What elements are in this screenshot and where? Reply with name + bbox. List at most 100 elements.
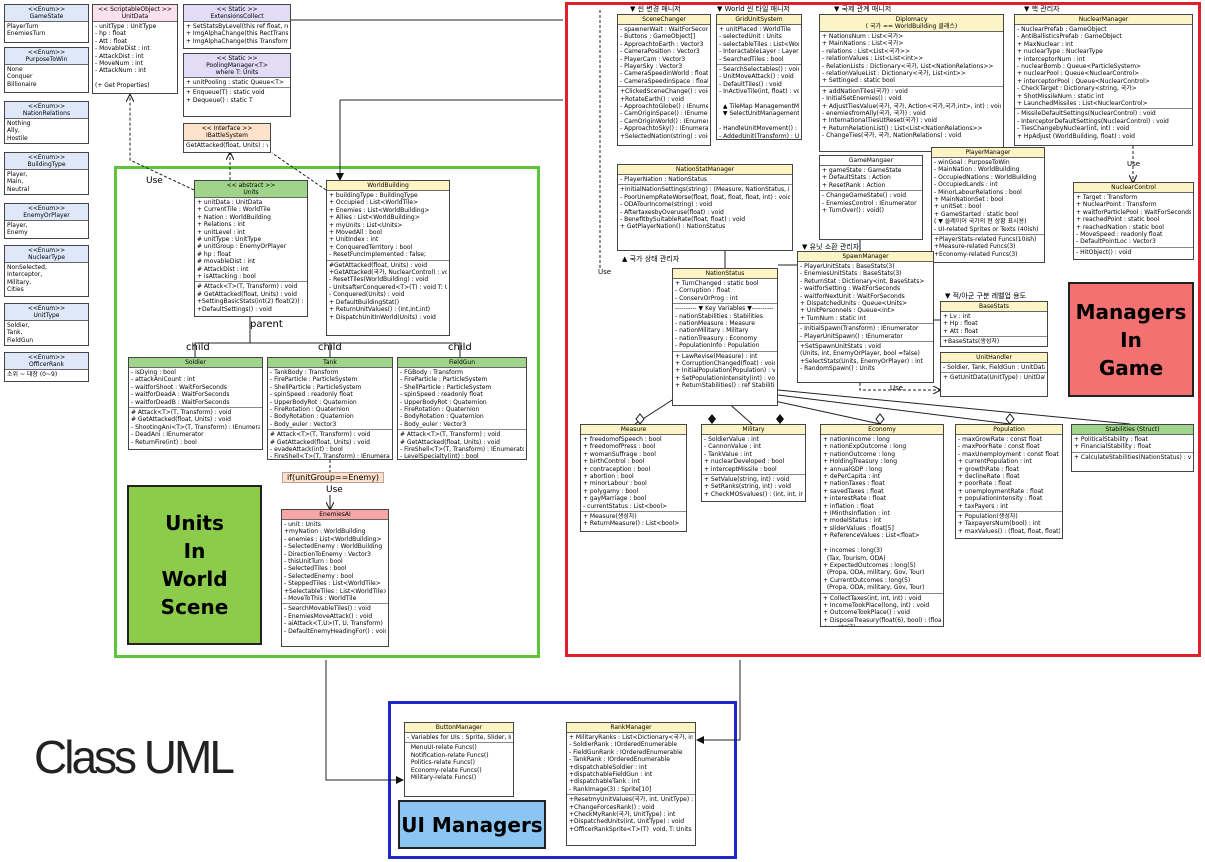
class-section: + Enqueue(T) : static void+ Dequeue() : … (184, 88, 290, 105)
child-label: child (318, 342, 342, 353)
class-member: + freedomofSpeech : bool (583, 436, 662, 443)
class-member: - attackAniCount : int (131, 376, 195, 384)
class-member: Player, (7, 222, 28, 229)
class-member: + reachedNation : static bool (1076, 223, 1164, 231)
class-name: << ScriptableObject >> (98, 6, 172, 13)
class-name: where T: Units (215, 69, 259, 76)
class-member: + ImgAlphaChange(this RectTransform, flo… (186, 30, 288, 38)
class-member: + unitData : UnitData (197, 199, 263, 206)
class-member: - DefaultTiles() : void (719, 80, 782, 88)
class-header: GridUnitSystem (717, 15, 801, 25)
class-member: + HpAdjust (WorldBuilding, float) : void (1017, 132, 1135, 140)
class-member: - ApproachtoEarth : Vector3 (620, 40, 704, 48)
class-member: - InterceptorDefaultSettings(NuclearCont… (1017, 117, 1169, 125)
class-member: - Conquered(Units) : void (329, 291, 405, 299)
class-name: Tank (323, 359, 337, 366)
class-name: << Interface >> (201, 125, 253, 132)
class-member: + DisposeTreasury(float(6), bool) : (flo… (823, 616, 941, 624)
class-member: +InitialNationSettings(string) : (Measur… (620, 186, 790, 194)
class-member (719, 96, 799, 103)
class-name: ExtensionsCollect (210, 13, 264, 20)
class-name: BuildingType (27, 161, 66, 168)
class-header: <<Enum>>BuildingType (5, 153, 88, 170)
class-name: Units (243, 189, 259, 196)
class-section: + SetValue(string, int) : void+ SetRanks… (702, 475, 805, 499)
class-member: - MoveNum : int (95, 60, 143, 68)
class-section: - Variables for UIs : Sprite, Slider, Im… (405, 733, 513, 744)
class-member: - InitialSetEnemies() : void (822, 95, 902, 103)
class-member: + MainNationSet : bool (934, 196, 1004, 204)
class-section: - unitType : UnitType- hp : float- Att :… (93, 22, 177, 91)
class-member: - relations : List<List<국가>> (822, 47, 911, 55)
class-header: UnitHandler (941, 353, 1047, 363)
class-soldier: Soldier- isDying : bool- attackAniCount … (128, 357, 263, 450)
class-member: + myUnits : List<Units> (329, 221, 403, 229)
class-section: +BaseStats(생성자) (941, 337, 1047, 346)
class-name: NationRelations (22, 110, 71, 117)
class-header: <<Enum>>UnitType (5, 304, 88, 321)
class-member: +OfficerRankSprite<T>(T) void, T: Units (569, 825, 692, 833)
class-member: FieldGun (7, 336, 34, 344)
class-member: - CamOriginWorld() : IEnumerator (620, 117, 708, 125)
class-member: + AdjustTiesValue(국가, 국가, Action<국가,국가,i… (822, 102, 1001, 110)
class-header: NuclearControl (1074, 183, 1193, 193)
class-header: ButtonManager (405, 723, 513, 733)
class-section: - PlayerUnitStats : BaseStats(3)- Enemie… (798, 262, 933, 325)
class-member: - winGoal : PurposeToWin (934, 159, 1010, 166)
class-member: - OccupiedNations : WorldBuilding (934, 173, 1037, 181)
class-member: + isAttacking : bool (197, 273, 256, 281)
class-header: EnemiesAI (282, 510, 388, 520)
class-member: + birthControl : bool (583, 458, 645, 466)
class-member: + ReturnRelationList() : List<List<Natio… (822, 124, 983, 132)
class-member: +dispatchableFieldGun : int (569, 771, 653, 779)
class-member: - SelectedEnemy : WorldBuilding (284, 543, 383, 551)
class-header: NationStatManager (618, 165, 792, 175)
class-member: + TurnOver() : void() (822, 207, 884, 215)
class-section: +InitialNationSettings(string) : (Measur… (618, 185, 792, 231)
class-member: + dePerCapita : int (823, 473, 881, 481)
class-member: ---------- ▼ Key Variables ▼---------- (675, 305, 774, 313)
class-member: Conquer (7, 73, 33, 81)
class-member: - LevelSpecialty(int) : bool (400, 453, 479, 460)
managers-region-label: Managers In Game (1068, 282, 1194, 397)
class-member: - nationMilitary : Military (675, 327, 749, 335)
class-member: - UI-related Sprites or Texts (40ish) (934, 225, 1039, 233)
class-member: + growthRate : float (958, 465, 1019, 473)
class-section: - maxGrowRate : const float- maxPoorRate… (956, 435, 1062, 513)
class-member: +dispatchableSoldier : int (569, 763, 647, 771)
class-member: - SearchSelectables() : void (719, 66, 799, 74)
class-header: WorldBuilding (327, 181, 449, 191)
class-member: # AttackDist : int (197, 265, 249, 273)
class-member: - HitObject() : void (1076, 248, 1132, 256)
class-name: << Static >> (216, 6, 258, 13)
class-member: - aiAttack<T,U>(T, U, Transform) (284, 620, 383, 628)
class-section: + SetStatsByLevel(this ref float, ref in… (184, 22, 290, 46)
units-label-line: World (161, 567, 228, 591)
class-section: + LawRevise(Measure) : int+ CorruptionCh… (673, 352, 777, 391)
class-member: + nuclearType : NuclearType (1017, 48, 1103, 56)
class-name: Military (742, 426, 765, 433)
class-name: RankManager (610, 724, 652, 731)
class-name: <<Enum>> (27, 49, 66, 56)
class-section: +ClickedSceneChange() : void+RotateEarth… (618, 87, 710, 141)
class-buttonmanager: ButtonManager- Variables for UIs : Sprit… (404, 722, 514, 797)
class-extensions: << Static >>ExtensionsCollect + SetStatsB… (183, 4, 291, 49)
class-member: - waitforDeadB : WaitForSeconds (131, 398, 230, 406)
class-member: - MissileDefaultSettings(NuclearControl)… (1017, 110, 1156, 118)
class-member: - FireShell<T>(T, Transform) : IEnumerat… (400, 446, 524, 454)
class-header: RankManager (567, 723, 695, 733)
class-member: - InActiveTile(int, float) : void (719, 88, 799, 96)
class-member: - nationMeasure : Measure (675, 320, 755, 328)
class-member: - unitType : UnitType (95, 23, 157, 30)
class-member: + Target : Transform (1076, 194, 1138, 201)
class-member: Main, (7, 178, 24, 186)
class-section: GetAttacked(float, Units) : void (184, 141, 270, 150)
class-enemiesai: EnemiesAI- unit : Units+myNation : World… (281, 509, 389, 647)
units-label-line: Scene (160, 595, 229, 619)
section-label: ▼ 적/아군 구분 레벨업 용도 (945, 292, 1027, 300)
class-name: <<Enum>> (27, 305, 66, 312)
section-label: ▼ World 씬 타일 매니저 (717, 5, 790, 13)
class-member: - SelectedEnemy : bool (284, 572, 354, 580)
class-member: + Hp : float (943, 320, 978, 328)
